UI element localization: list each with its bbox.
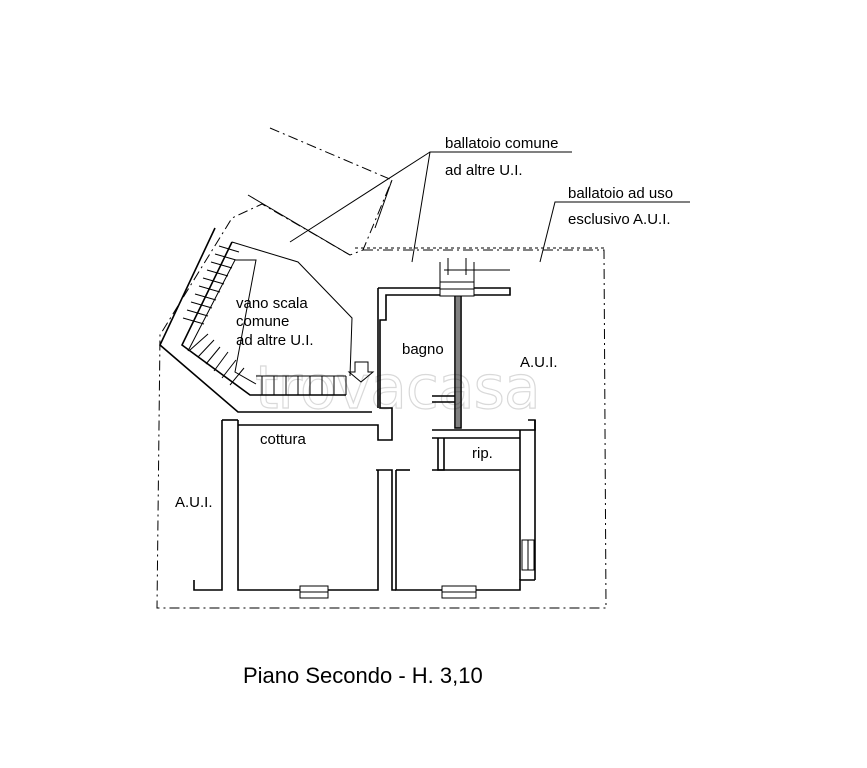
plan-title: Piano Secondo - H. 3,10 [243,663,483,688]
label-ballatoio-comune: ballatoio comune [445,135,558,152]
label-aui-right: A.U.I. [520,354,558,371]
label-ballatoio-uso-2: esclusivo A.U.I. [568,211,671,228]
label-vano-scala-2: comune [236,313,289,330]
room-labels: ballatoio comune ad altre U.I. ballatoio… [175,135,673,511]
leader-lines [289,151,690,263]
label-rip: rip. [472,445,493,462]
label-vano-scala: vano scala [236,295,308,312]
label-ballatoio-comune-2: ad altre U.I. [445,162,523,179]
label-bagno: bagno [402,341,444,358]
label-aui-left: A.U.I. [175,494,213,511]
property-boundary [156,127,607,609]
entry-arrow-icon [347,361,375,383]
label-ballatoio-uso: ballatoio ad uso [568,185,673,202]
label-cottura: cottura [260,431,307,448]
windows [299,281,535,599]
ballatoio-area [247,179,393,256]
label-vano-scala-3: ad altre U.I. [236,332,314,349]
building-walls [193,258,536,591]
staircase [159,227,372,413]
